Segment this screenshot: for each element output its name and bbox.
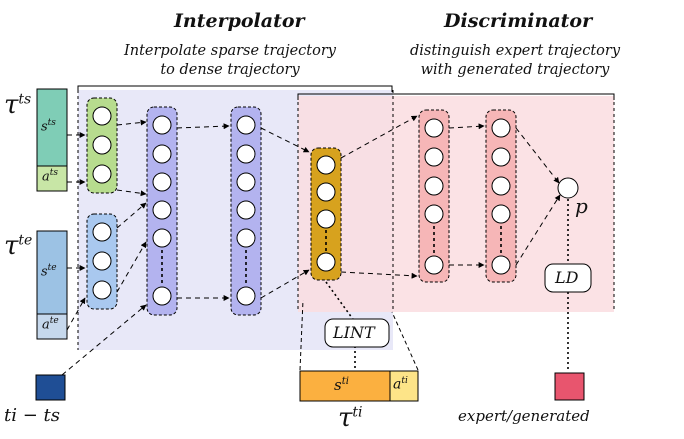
action-end-label: ate xyxy=(42,316,59,332)
state-start-label: sts xyxy=(41,118,56,134)
discriminator-title: Discriminator xyxy=(444,10,593,32)
layer-gold xyxy=(310,147,342,281)
expert-generated-caption: expert/generated xyxy=(458,407,590,425)
layer-pink-1 xyxy=(418,109,450,283)
state-start-box xyxy=(36,88,68,167)
action-end-box xyxy=(36,313,68,340)
output-state-sup: ti xyxy=(341,376,349,387)
action-start-box xyxy=(36,165,68,192)
discriminator-subtitle-line1: distinguish expert trajectory xyxy=(409,43,621,59)
output-action-label: ati xyxy=(393,376,408,393)
tau-output-base: τ xyxy=(338,403,353,433)
discriminator-output-node xyxy=(557,177,579,199)
loss-int-box xyxy=(324,318,390,348)
time-gap-label: ti − ts xyxy=(4,405,60,426)
layer-blue xyxy=(86,213,118,310)
discriminator-bracket xyxy=(297,93,615,100)
tau-end-sup: te xyxy=(18,232,33,249)
interpolator-subtitle-line1: Interpolate sparse trajectory xyxy=(124,43,336,59)
state-end-base: s xyxy=(41,264,48,280)
interpolator-subtitle: Interpolate sparse trajectory to dense t… xyxy=(100,42,360,80)
discriminator-subtitle-line2: with generated trajectory xyxy=(420,62,610,78)
loss-d-box xyxy=(544,263,592,293)
layer-pink-2 xyxy=(485,109,517,283)
loss-d-label: LD xyxy=(555,268,578,287)
discriminator-output-symbol: p xyxy=(575,194,588,218)
state-start-sup: ts xyxy=(47,118,56,128)
action-start-sup: ts xyxy=(49,168,59,178)
state-end-box xyxy=(36,230,68,315)
output-state-label: sti xyxy=(334,376,349,394)
action-end-sup: te xyxy=(49,316,59,326)
layer-purple-2 xyxy=(230,106,262,316)
connection-arrows xyxy=(61,115,561,376)
tau-output-sup: ti xyxy=(352,404,363,421)
tau-end-label: τte xyxy=(4,231,32,261)
output-action-sup: ti xyxy=(401,376,408,386)
output-action-base: a xyxy=(393,376,402,393)
tau-start-base: τ xyxy=(4,90,19,120)
interpolation-target-guides xyxy=(299,299,419,371)
loss-int-label: LINT xyxy=(333,323,375,342)
action-end-base: a xyxy=(42,317,50,333)
interpolator-bracket xyxy=(77,85,393,92)
output-state-base: s xyxy=(334,376,342,394)
tau-start-label: τts xyxy=(4,90,31,120)
layer-green xyxy=(86,97,118,194)
output-state-box xyxy=(299,370,391,402)
output-action-box xyxy=(389,370,419,402)
label-box xyxy=(554,372,585,401)
loss-connectors xyxy=(325,199,569,373)
interpolator-subtitle-line2: to dense trajectory xyxy=(160,62,300,78)
action-start-label: ats xyxy=(42,168,58,184)
tau-start-sup: ts xyxy=(18,91,32,108)
tau-end-base: τ xyxy=(4,231,19,261)
state-start-base: s xyxy=(41,119,48,135)
state-end-sup: te xyxy=(47,263,57,273)
state-end-label: ste xyxy=(41,263,57,279)
loss-int-text: LINT xyxy=(333,323,375,342)
layer-purple-1 xyxy=(146,106,178,316)
discriminator-subtitle: distinguish expert trajectory with gener… xyxy=(395,42,635,80)
time-gap-box xyxy=(35,374,66,401)
action-start-base: a xyxy=(42,169,50,185)
tau-output-label: τti xyxy=(338,403,363,433)
interpolator-title: Interpolator xyxy=(174,10,305,32)
loss-d-text: LD xyxy=(555,268,579,287)
